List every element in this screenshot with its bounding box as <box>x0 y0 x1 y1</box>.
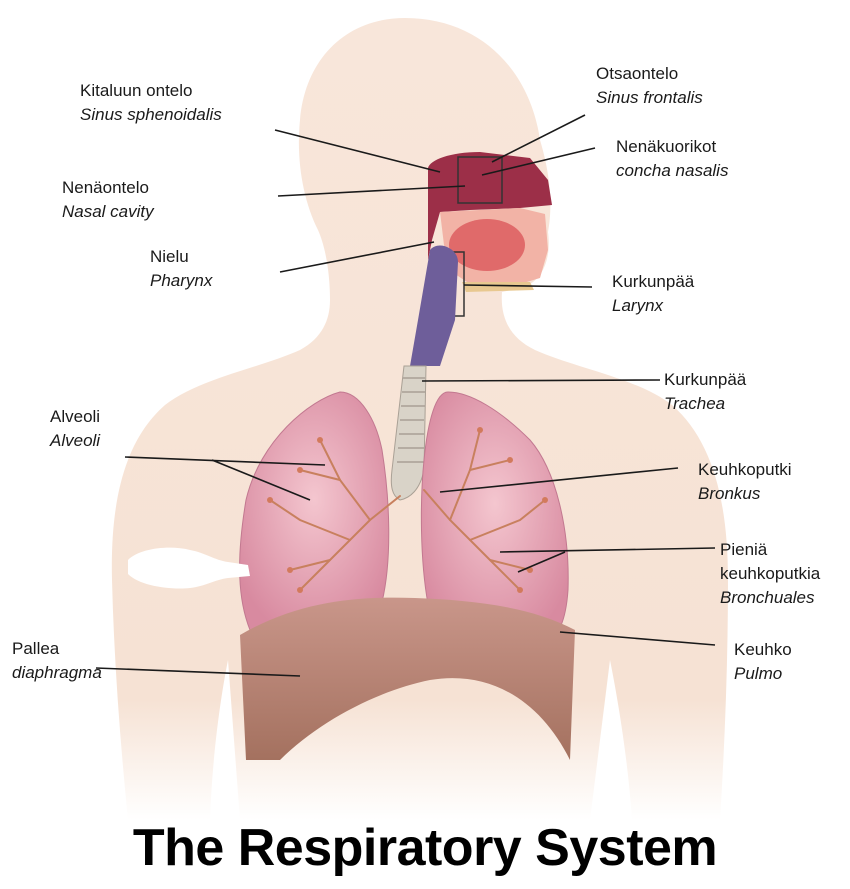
label-larynx: Kurkunpää Larynx <box>612 270 694 318</box>
label-bronchioles: Pieniä keuhkoputkia Bronchuales <box>720 538 820 610</box>
label-bronchioles-fi2: keuhkoputkia <box>720 562 820 586</box>
label-trachea: Kurkunpää Trachea <box>664 368 746 416</box>
label-larynx-la: Larynx <box>612 294 694 318</box>
label-trachea-fi: Kurkunpää <box>664 368 746 392</box>
label-bronchioles-la: Bronchuales <box>720 586 820 610</box>
label-bronchus-fi: Keuhkoputki <box>698 458 792 482</box>
label-lung: Keuhko Pulmo <box>734 638 792 686</box>
label-lung-fi: Keuhko <box>734 638 792 662</box>
label-nasal-cavity-fi: Nenäontelo <box>62 176 154 200</box>
label-lung-la: Pulmo <box>734 662 792 686</box>
label-concha: Nenäkuorikot concha nasalis <box>616 135 728 183</box>
label-pharynx-fi: Nielu <box>150 245 212 269</box>
label-trachea-la: Trachea <box>664 392 746 416</box>
label-concha-fi: Nenäkuorikot <box>616 135 728 159</box>
label-alveoli-fi: Alveoli <box>50 405 100 429</box>
label-frontal-fi: Otsaontelo <box>596 62 703 86</box>
label-concha-la: concha nasalis <box>616 159 728 183</box>
label-sphenoid: Kitaluun ontelo Sinus sphenoidalis <box>80 79 222 127</box>
label-bronchus: Keuhkoputki Bronkus <box>698 458 792 506</box>
leader-trachea <box>422 380 660 381</box>
label-frontal: Otsaontelo Sinus frontalis <box>596 62 703 110</box>
label-diaphragm-la: diaphragma <box>12 661 102 685</box>
label-diaphragm-fi: Pallea <box>12 637 102 661</box>
label-bronchioles-fi1: Pieniä <box>720 538 820 562</box>
diagram-title: The Respiratory System <box>0 818 850 878</box>
label-larynx-fi: Kurkunpää <box>612 270 694 294</box>
label-pharynx-la: Pharynx <box>150 269 212 293</box>
label-pharynx: Nielu Pharynx <box>150 245 212 293</box>
label-sphenoid-la: Sinus sphenoidalis <box>80 103 222 127</box>
label-alveoli: Alveoli Alveoli <box>50 405 100 453</box>
label-bronchus-la: Bronkus <box>698 482 792 506</box>
label-diaphragm: Pallea diaphragma <box>12 637 102 685</box>
label-alveoli-la: Alveoli <box>50 429 100 453</box>
label-nasal-cavity-la: Nasal cavity <box>62 200 154 224</box>
label-nasal-cavity: Nenäontelo Nasal cavity <box>62 176 154 224</box>
larynx-shape <box>462 282 534 292</box>
label-sphenoid-fi: Kitaluun ontelo <box>80 79 222 103</box>
label-frontal-la: Sinus frontalis <box>596 86 703 110</box>
tongue-shape <box>449 219 525 271</box>
